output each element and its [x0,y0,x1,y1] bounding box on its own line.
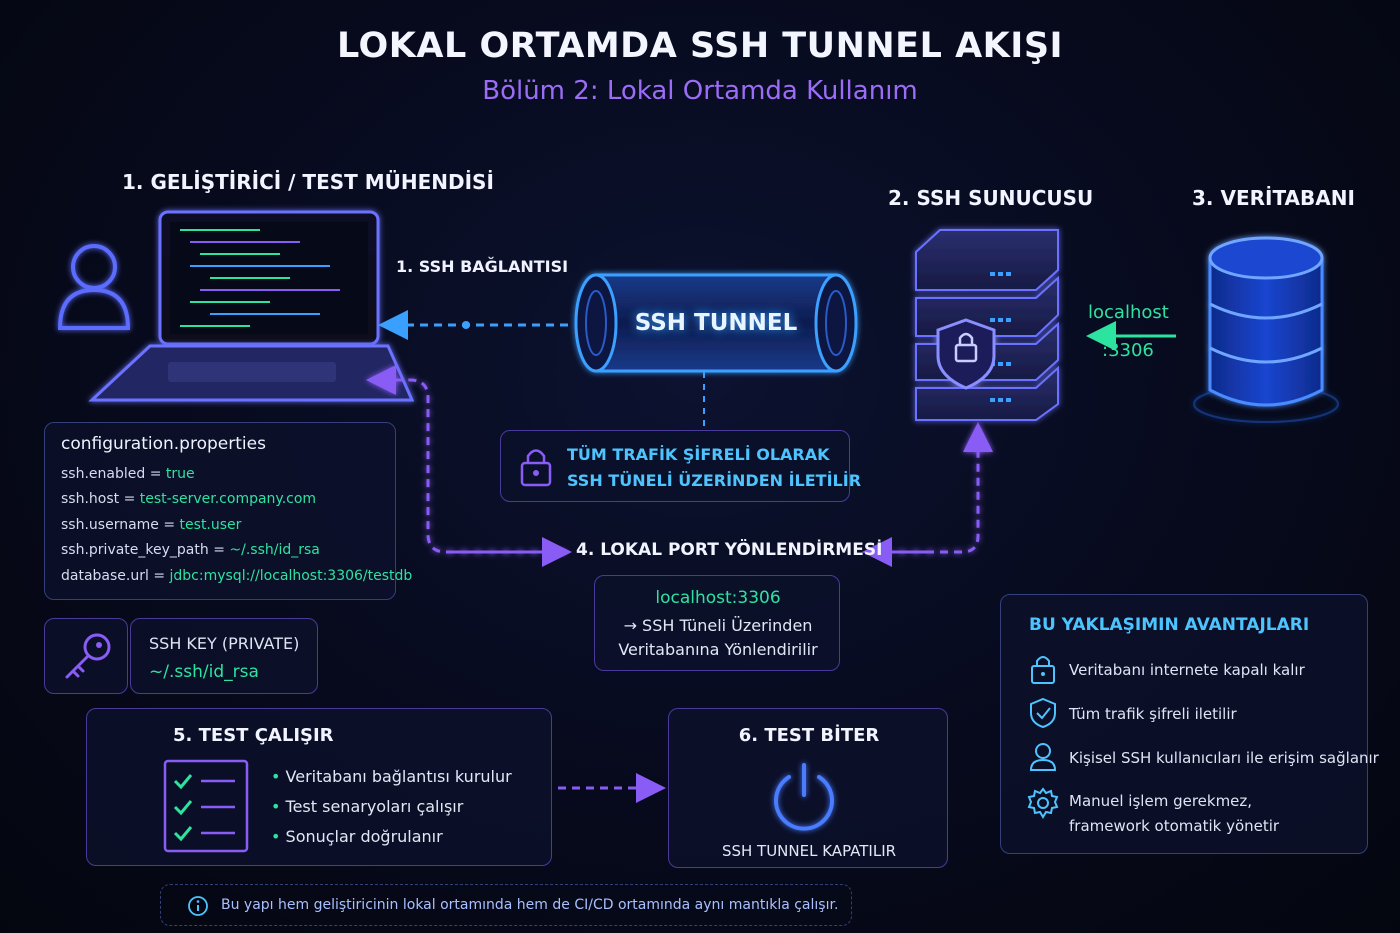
ssh-connection-label: 1. SSH BAĞLANTISI [396,257,569,276]
port-forwarding-address: localhost:3306 [655,588,781,608]
encryption-line-2: SSH TÜNELİ ÜZERİNDEN İLETİLİR [567,471,862,490]
localhost-label: localhost [1088,302,1169,323]
laptop-icon [88,210,415,402]
person-icon [57,244,131,330]
database-icon [1193,236,1339,423]
advantage-item: Kişisel SSH kullanıcıları ile erişim sağ… [1069,749,1379,767]
lock-icon [1031,656,1055,684]
user-icon [1029,743,1057,771]
advantage-item: Manuel işlem gerekmez, [1069,792,1253,810]
page-title: LOKAL ORTAMDA SSH TUNNEL AKIŞI [336,26,1064,66]
test-runs-panel: 5. TEST ÇALIŞIR • Veritabanı bağlantısı … [86,708,552,866]
port-forwarding-line-1: → SSH Tüneli Üzerinden [623,616,813,635]
ssh-server-heading: 2. SSH SUNUCUSU [888,186,1094,210]
config-line: database.url = jdbc:mysql://localhost:33… [61,568,413,584]
advantage-item: Tüm trafik şifreli iletilir [1069,705,1237,723]
port-forwarding-heading: 4. LOKAL PORT YÖNLENDİRMESİ [576,540,883,560]
gear-icon [1027,787,1059,819]
config-line: ssh.enabled = true [61,466,195,482]
developer-heading: 1. GELİŞTİRİCİ / TEST MÜHENDİSİ [122,170,494,194]
test-ends-title: 6. TEST BİTER [738,725,880,746]
key-icon-box [44,618,128,694]
port-forwarding-line-2: Veritabanına Yönlendirilir [618,640,818,659]
encryption-line-1: TÜM TRAFİK ŞİFRELİ OLARAK [567,445,830,464]
page-subtitle: Bölüm 2: Lokal Ortamda Kullanım [482,76,918,106]
test-ends-panel: 6. TEST BİTER SSH TUNNEL KAPATILIR [668,708,948,868]
config-line: ssh.host = test-server.company.com [61,491,317,507]
lock-icon [520,449,552,487]
test-ends-caption: SSH TUNNEL KAPATILIR [721,842,897,860]
power-icon [774,763,834,831]
advantages-title: BU YAKLAŞIMIN AVANTAJLARI [1029,615,1310,635]
tunnel-tube [574,273,858,373]
test-runs-item: • Sonuçlar doğrulanır [271,827,443,846]
advantages-panel: BU YAKLAŞIMIN AVANTAJLARI Veritabanı int… [1000,594,1379,854]
key-icon [65,633,111,679]
advantage-item: framework otomatik yönetir [1069,817,1280,835]
shield-check-icon [1030,697,1056,729]
test-runs-title: 5. TEST ÇALIŞIR [173,725,334,746]
ssh-key-path: ~/.ssh/id_rsa [149,662,259,682]
config-line: ssh.username = test.user [61,517,242,533]
advantage-item: Veritabanı internete kapalı kalır [1069,661,1305,679]
config-panel: configuration.properties ssh.enabled = t… [44,422,412,600]
footer-note-text: Bu yapı hem geliştiricinin lokal ortamın… [221,897,839,913]
config-line: ssh.private_key_path = ~/.ssh/id_rsa [61,542,320,558]
footer-note: Bu yapı hem geliştiricinin lokal ortamın… [160,884,852,926]
checklist-icon [163,759,249,853]
config-title: configuration.properties [61,434,266,454]
test-runs-item: • Test senaryoları çalışır [271,797,464,816]
database-heading: 3. VERİTABANI [1192,186,1355,210]
test-runs-item: • Veritabanı bağlantısı kurulur [271,767,512,786]
port-label: :3306 [1102,340,1154,361]
ssh-key-label: SSH KEY (PRIVATE) [149,634,300,653]
server-icon [915,229,1059,421]
ssh-key-panel: SSH KEY (PRIVATE) ~/.ssh/id_rsa [130,618,318,694]
info-icon [188,896,208,916]
tunnel-label: SSH TUNNEL [634,310,798,336]
encryption-info-box: TÜM TRAFİK ŞİFRELİ OLARAK SSH TÜNELİ ÜZE… [500,430,861,502]
port-forwarding-panel: localhost:3306 → SSH Tüneli Üzerinden Ve… [594,575,840,671]
